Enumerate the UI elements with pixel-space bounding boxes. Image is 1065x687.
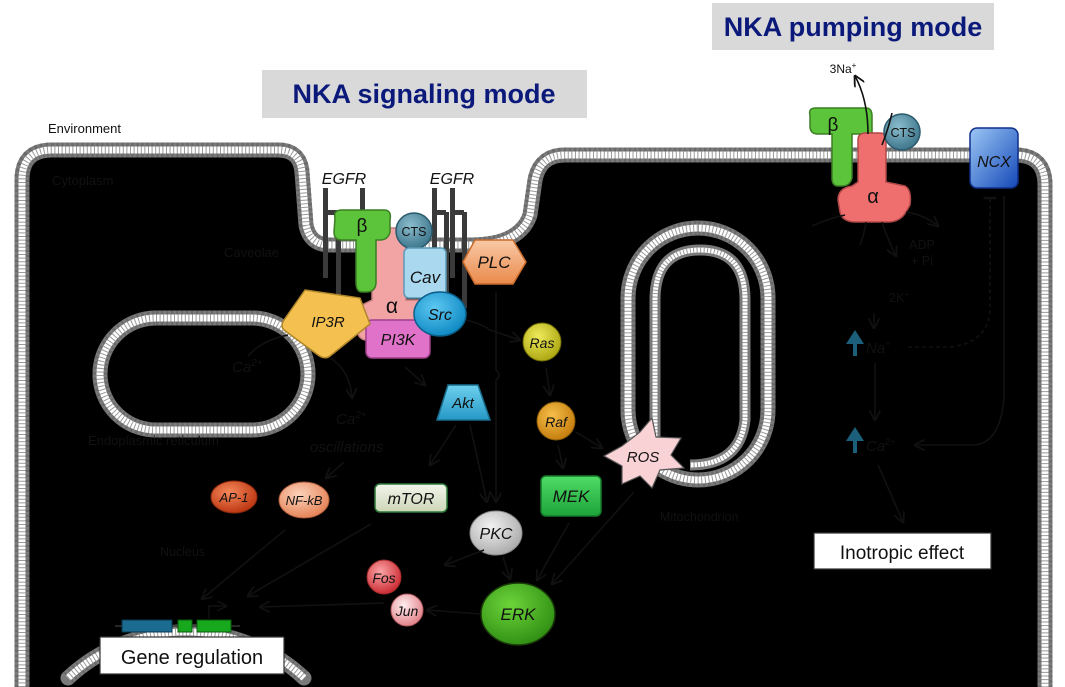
ras-label: Ras [530,335,555,351]
svg-text:NKA signaling mode: NKA signaling mode [292,79,555,109]
er-label: Endoplasmic reticulum [88,433,219,448]
alpha-label-signaling: α [386,295,398,318]
plasma-membrane [22,150,1045,687]
cav-label: Cav [410,268,442,287]
signaling-mode-title: NKA signaling mode [262,70,587,118]
endoplasmic-reticulum [100,318,308,430]
jun [390,593,424,627]
mek-label: MEK [553,487,591,506]
na-efflux-arrow [855,76,869,135]
pi3k [365,319,431,359]
fos-label: Fos [372,570,395,586]
plc [462,239,527,285]
pkc [469,510,523,556]
beta-label-pumping: β [828,115,839,136]
raf [536,401,576,441]
inotropic-effect-box: Inotropic effect [813,532,992,570]
beta-subunit-pumping [808,107,873,187]
nucleus-label: Nucleus [160,545,205,559]
src [413,291,467,337]
erk-label: ERK [501,605,537,624]
up-arrow-icon [846,427,864,453]
alpha-label-pumping: α [867,186,879,208]
pi3k-label: PI3K [381,332,417,349]
svg-text:NKA pumping mode: NKA pumping mode [724,12,982,42]
cts-pumping [883,113,921,151]
caveolae-label: Caveolae [224,245,279,260]
akt-label: Akt [451,395,475,412]
ca-release-arrow [329,357,352,398]
svg-text:Na+: Na+ [866,339,890,357]
cytoplasm-label: Cytoplasm [52,173,113,188]
pkc-label: PKC [480,526,513,543]
up-arrow-icon [846,330,864,356]
egfr-left-label: EGFR [322,171,367,188]
ap1 [210,480,258,514]
k-in-label: 2K+ [889,290,909,305]
nfkb [278,481,330,519]
pumping-mode-title: NKA pumping mode [712,3,994,50]
mek [540,475,602,517]
cts-bind-line [881,112,893,146]
ap1-label: AP-1 [219,490,249,505]
ca-er-label: Ca2+ [232,358,263,376]
svg-text:Gene regulation: Gene regulation [121,647,263,669]
na-increase: Na+ [846,330,890,357]
ca-oscillations-label: Ca2+ [336,410,367,428]
gene-construct [115,606,240,633]
plc-label: PLC [477,253,511,272]
oscillations-label: oscillations [310,439,384,456]
beta-label-signaling: β [357,216,368,237]
ca-increase: Ca2+ [846,427,895,455]
src-label: Src [428,307,452,324]
akt [435,384,492,421]
cts-label-signaling: CTS [402,225,427,239]
mitochondrion-label: Mitochondrion [660,510,739,524]
adp-label: ADP [909,238,935,252]
svg-text:Ca2+: Ca2+ [866,437,895,455]
mtor [374,483,448,513]
jun-label: Jun [395,603,419,619]
gene-regulation-box: Gene regulation [99,636,285,675]
pumping-arrows [874,196,1005,522]
ros-label: ROS [627,449,660,466]
raf-label: Raf [545,414,569,430]
pumping-tentacles [811,211,938,256]
ncx [969,127,1019,189]
signaling-arrows [202,292,635,614]
nfkb-label: NF-kB [286,493,323,508]
na-out-label: 3Na+ [830,61,857,76]
svg-text:Inotropic effect: Inotropic effect [840,543,965,564]
ros [602,416,686,490]
ip3r-label: IP3R [311,314,345,331]
mitochondrion [628,228,768,480]
cts-label-pumping: CTS [891,126,916,140]
egfr-right-label: EGFR [430,171,475,188]
environment-label: Environment [48,121,121,136]
fos [366,559,402,595]
pi-label: + Pi [911,254,933,268]
ncx-label: NCX [977,154,1012,171]
beta-subunit-signaling [333,209,392,293]
ras [522,322,562,362]
ip3r [281,289,371,359]
ca-release-curve [247,334,289,357]
mtor-label: mTOR [388,491,435,508]
